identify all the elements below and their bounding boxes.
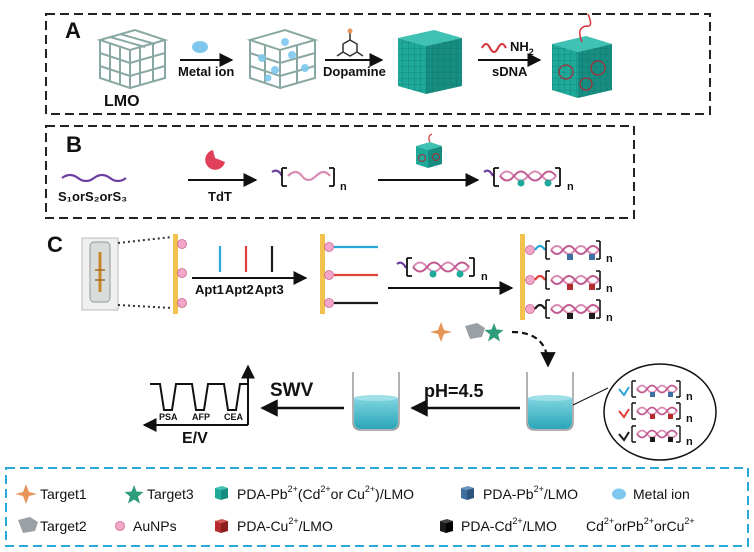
metal-ion-step-label: Metal ion — [178, 64, 234, 79]
legend-pda-cu-icon — [215, 519, 228, 533]
legend-target3-icon — [124, 485, 144, 504]
strands-label: S₁orS₂orS₃ — [58, 189, 127, 204]
legend-target3: Target3 — [147, 486, 194, 502]
legend-pda-cu: PDA-Cu2+/LMO — [237, 516, 333, 534]
apt-labels: Apt1Apt2Apt3 — [195, 282, 284, 297]
legend-pda-cd: PDA-Cd2+/LMO — [461, 516, 557, 534]
legend-pda-mix: PDA-Pb2+(Cd2+or Cu2+)/LMO — [237, 484, 414, 502]
legend-metal-ion: Metal ion — [633, 486, 690, 502]
panel-b-label: B — [66, 132, 82, 157]
panel-c: C Apt1Apt2Apt3 — [47, 232, 717, 461]
legend-pda-pb-icon — [461, 486, 474, 500]
metal-ion-icon — [192, 41, 208, 53]
zoom-lines — [117, 236, 173, 309]
electrode-aptamer — [320, 234, 378, 314]
peak-cea: CEA — [224, 412, 244, 422]
legend-target1: Target1 — [40, 486, 87, 502]
callout-duplexes — [618, 380, 681, 443]
tdt-enzyme-icon — [205, 150, 225, 170]
electrode-photo — [81, 237, 119, 311]
repeat-n-c6: n — [686, 413, 693, 425]
elongated-strand-icon — [271, 167, 335, 187]
beaker-sample — [526, 372, 574, 431]
electrode-hybridized — [520, 234, 601, 320]
callout-line — [572, 387, 609, 406]
panel-c-label: C — [47, 232, 63, 257]
repeat-n-c7: n — [686, 436, 693, 448]
panel-a-frame — [45, 13, 711, 115]
small-cube-icon — [416, 133, 442, 168]
dopamine-molecule-icon — [336, 28, 364, 57]
pda-lmo-cube-icon — [398, 30, 462, 94]
panel-b: B S₁orS₂orS₃ TdT n — [45, 125, 635, 219]
axis-ev-label: E/V — [182, 430, 208, 447]
beaker-dissolved — [352, 372, 400, 431]
legend-target1-icon — [15, 484, 37, 504]
arrow-target-binding — [511, 330, 556, 368]
legend-metal-ion-icon — [612, 488, 626, 500]
swv-voltammogram — [142, 364, 255, 432]
repeat-n-c4: n — [606, 312, 613, 324]
tdt-label: TdT — [208, 189, 232, 204]
loaded-lattice-icon — [246, 28, 319, 90]
sdna-cube-icon — [552, 13, 612, 98]
sdna-step-label: sDNA — [492, 64, 528, 79]
legend-pda-cd-icon — [440, 519, 453, 533]
legend-ions: Cd2+orPb2+orCu2+ — [586, 516, 695, 534]
panel-a-label: A — [65, 18, 81, 43]
peak-afp: AFP — [192, 412, 210, 422]
repeat-n-c5: n — [686, 391, 693, 403]
panel-b-frame — [45, 125, 635, 219]
peak-psa: PSA — [159, 412, 178, 422]
nh2-label: NH2 — [510, 39, 534, 57]
target1-star-icon — [430, 322, 452, 342]
legend-aunp-icon — [115, 521, 125, 531]
legend: Target1 Target3 PDA-Pb2+(Cd2+or Cu2+)/LM… — [5, 467, 749, 547]
legend-target2: Target2 — [40, 518, 87, 534]
repeat-n-c3: n — [606, 283, 613, 295]
target3-star-icon — [484, 323, 504, 342]
legend-frame — [5, 467, 749, 547]
sdna-strand-icon — [481, 43, 507, 53]
panel-a: A LMO Metal ion — [45, 13, 711, 115]
dopamine-step-label: Dopamine — [323, 64, 386, 79]
legend-aunps: AuNPs — [133, 518, 177, 534]
ph-label: pH=4.5 — [424, 381, 484, 401]
hybridized-strand-icon — [483, 167, 561, 187]
primer-strand-icon — [61, 173, 127, 183]
swv-label: SWV — [270, 380, 314, 401]
lmo-lattice-icon — [96, 28, 169, 90]
legend-target2-icon — [18, 517, 38, 533]
repeat-n-c1: n — [481, 271, 488, 283]
lmo-label: LMO — [104, 93, 140, 110]
electrode-bare — [173, 234, 187, 314]
repeat-n-b1: n — [340, 181, 347, 193]
repeat-n-b2: n — [567, 181, 574, 193]
legend-pda-pb: PDA-Pb2+/LMO — [483, 484, 578, 502]
target2-shape-icon — [465, 323, 485, 339]
legend-pda-mix-icon — [215, 486, 228, 500]
repeat-n-c2: n — [606, 253, 613, 265]
probe-strand-icon — [396, 257, 475, 278]
